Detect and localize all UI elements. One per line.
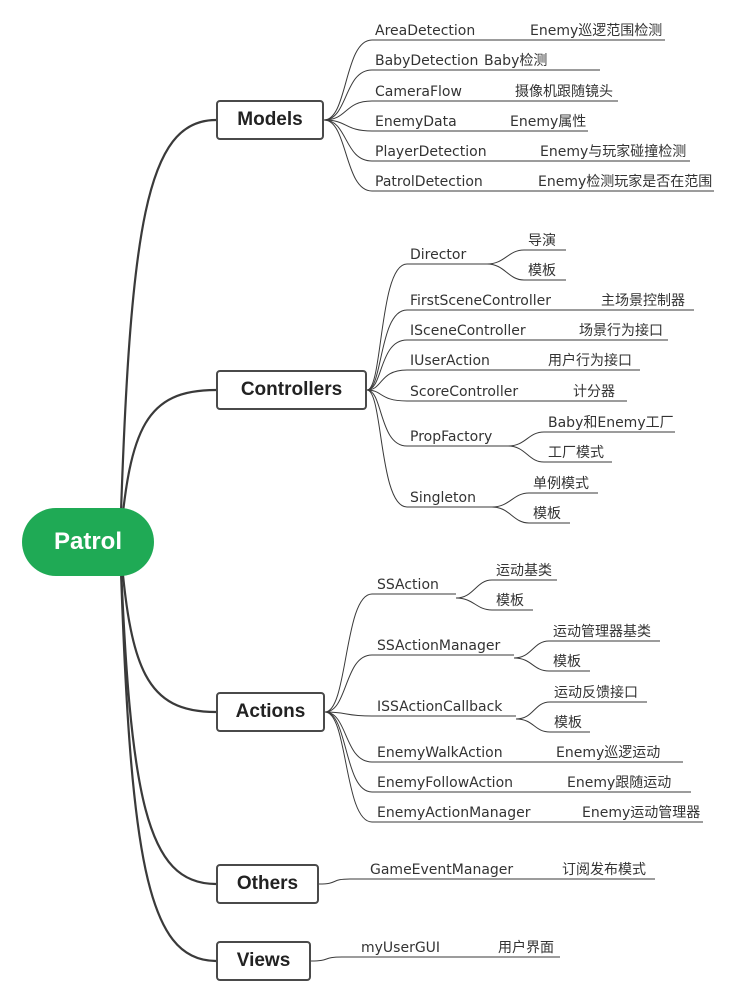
item-link-controllers-0 — [366, 263, 487, 391]
item-link-actions-3 — [324, 711, 683, 763]
item-link-models-4 — [323, 119, 690, 162]
item-desc: Enemy跟随运动 — [567, 775, 672, 791]
item-link-actions-0 — [324, 593, 456, 713]
item-link-actions-2 — [324, 711, 516, 717]
item-link-models-5 — [323, 119, 714, 192]
item-desc: Baby检测 — [484, 53, 548, 69]
child-label: 运动管理器基类 — [553, 624, 651, 640]
item-name: ISceneController — [410, 323, 526, 339]
item-name: FirstSceneController — [410, 293, 552, 309]
item-link-models-2 — [323, 100, 618, 121]
item-name: Singleton — [410, 490, 476, 506]
child-label: 单例模式 — [533, 476, 589, 492]
item-link-actions-1 — [324, 654, 514, 713]
item-desc: 用户界面 — [498, 940, 554, 956]
item-name: ISSActionCallback — [377, 699, 503, 715]
child-link — [515, 701, 647, 720]
child-label: 运动反馈接口 — [554, 685, 638, 701]
item-name: myUserGUI — [361, 940, 441, 956]
item-link-controllers-5 — [366, 389, 508, 447]
child-label: 导演 — [528, 233, 556, 249]
item-desc: 场景行为接口 — [579, 323, 663, 339]
item-name: GameEventManager — [370, 862, 514, 878]
item-link-controllers-4 — [366, 389, 627, 402]
item-name: EnemyFollowAction — [377, 775, 514, 791]
child-label: 模板 — [528, 263, 556, 279]
item-desc: 订阅发布模式 — [562, 862, 646, 878]
item-desc: Enemy巡逻运动 — [556, 745, 661, 761]
child-link — [507, 431, 675, 447]
item-desc: Enemy属性 — [510, 114, 587, 130]
item-link-controllers-3 — [366, 369, 640, 391]
child-link — [491, 506, 570, 524]
item-desc: Enemy巡逻范围检测 — [530, 23, 663, 39]
item-name: EnemyData — [375, 114, 457, 130]
item-desc: Enemy检测玩家是否在范围 — [538, 174, 713, 190]
item-desc: Enemy运动管理器 — [582, 805, 701, 821]
root-link-views — [118, 541, 217, 963]
item-name: SSAction — [377, 577, 439, 593]
child-link — [513, 657, 590, 672]
child-label: 工厂模式 — [548, 445, 604, 461]
item-name: SSActionManager — [377, 638, 501, 654]
item-name: Director — [410, 247, 467, 263]
item-link-others — [318, 878, 655, 885]
child-label: Baby和Enemy工厂 — [548, 415, 674, 431]
item-link-controllers-2 — [366, 339, 668, 391]
root-link-others — [118, 541, 217, 886]
item-link-actions-4 — [324, 711, 691, 793]
child-label: 运动基类 — [496, 563, 552, 579]
item-link-models-3 — [323, 119, 588, 132]
item-link-controllers-6 — [366, 389, 492, 508]
child-link — [513, 640, 660, 659]
item-name: BabyDetection — [375, 53, 479, 69]
item-name: ScoreController — [410, 384, 519, 400]
item-link-models-1 — [323, 69, 600, 121]
item-desc: 用户行为接口 — [548, 353, 632, 369]
item-name: IUserAction — [410, 353, 490, 369]
item-name: EnemyWalkAction — [377, 745, 503, 761]
branch-models[interactable]: Models — [216, 100, 324, 140]
item-link-controllers-1 — [366, 309, 694, 391]
root-node[interactable]: Patrol — [22, 508, 154, 576]
item-name: EnemyActionManager — [377, 805, 531, 821]
item-desc: Enemy与玩家碰撞检测 — [540, 144, 687, 160]
branch-controllers[interactable]: Controllers — [216, 370, 367, 410]
item-name: PlayerDetection — [375, 144, 487, 160]
root-link-actions — [118, 541, 217, 714]
item-name: CameraFlow — [375, 84, 462, 100]
child-link — [455, 597, 533, 611]
child-link — [491, 492, 598, 508]
item-name: AreaDetection — [375, 23, 476, 39]
child-label: 模板 — [554, 715, 582, 731]
child-label: 模板 — [553, 654, 581, 670]
item-desc: 摄像机跟随镜头 — [515, 84, 613, 100]
child-link — [515, 718, 590, 733]
branch-actions[interactable]: Actions — [216, 692, 325, 732]
item-desc: 计分器 — [573, 384, 615, 400]
branch-views[interactable]: Views — [216, 941, 311, 981]
item-name: PatrolDetection — [375, 174, 483, 190]
child-label: 模板 — [496, 593, 524, 609]
root-link-models — [118, 118, 217, 543]
child-link — [486, 263, 566, 281]
item-desc: 主场景控制器 — [601, 293, 685, 309]
item-link-views — [310, 956, 560, 962]
child-link — [486, 249, 566, 265]
item-link-actions-5 — [324, 711, 703, 823]
child-label: 模板 — [533, 506, 561, 522]
branch-others[interactable]: Others — [216, 864, 319, 904]
child-link — [507, 445, 612, 463]
item-link-models-0 — [323, 39, 665, 121]
item-name: PropFactory — [410, 429, 493, 445]
child-link — [455, 579, 557, 599]
root-link-controllers — [118, 388, 217, 543]
